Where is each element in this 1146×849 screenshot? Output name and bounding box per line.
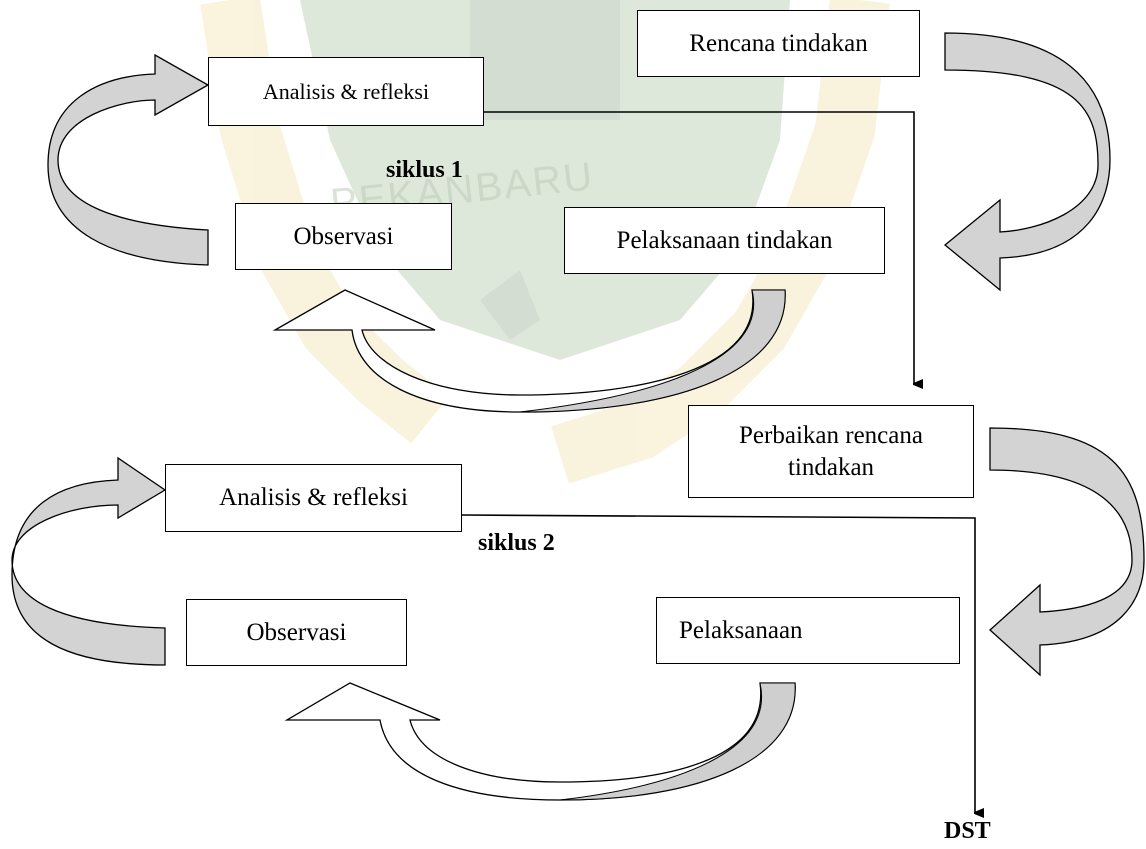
arrow-right-cycle2 [989, 427, 1145, 677]
box-rencana-tindakan: Rencana tindakan [637, 10, 920, 77]
box-analisis-refleksi-1-text: Analisis & refleksi [262, 78, 430, 104]
arrow-bottom-cycle2 [284, 682, 796, 801]
label-siklus-1: siklus 1 [386, 157, 463, 183]
box-pelaksanaan-2: Pelaksanaan [656, 597, 960, 664]
label-siklus-2: siklus 2 [478, 530, 555, 556]
box-pelaksanaan-2-text: Pelaksanaan [679, 616, 803, 644]
box-observasi-1: Observasi [235, 203, 452, 270]
box-rencana-tindakan-text: Rencana tindakan [689, 29, 868, 57]
box-analisis-refleksi-2-text: Analisis & refleksi [219, 484, 408, 512]
connector-line-cycle2 [461, 514, 975, 813]
arrow-right-cycle1 [943, 32, 1111, 292]
box-analisis-refleksi-1: Analisis & refleksi [208, 57, 484, 126]
box-observasi-2: Observasi [186, 599, 407, 666]
box-pelaksanaan-tindakan: Pelaksanaan tindakan [564, 207, 885, 274]
box-perbaikan-rencana-text: Perbaikan rencana tindakan [739, 422, 923, 481]
arrow-left-cycle1 [47, 53, 210, 266]
arrow-bottom-cycle1-shade [519, 289, 786, 413]
box-observasi-1-text: Observasi [293, 222, 394, 250]
arrow-bottom-cycle2-shade [559, 682, 796, 801]
arrow-bottom-cycle1 [272, 289, 786, 413]
box-analisis-refleksi-2: Analisis & refleksi [165, 464, 462, 532]
arrow-left-cycle2 [11, 456, 167, 666]
box-observasi-2-text: Observasi [246, 618, 347, 646]
box-pelaksanaan-tindakan-text: Pelaksanaan tindakan [616, 226, 833, 254]
connector-line-cycle1 [484, 111, 914, 384]
label-dst: DST [944, 818, 991, 844]
box-perbaikan-rencana: Perbaikan rencana tindakan [688, 405, 974, 498]
